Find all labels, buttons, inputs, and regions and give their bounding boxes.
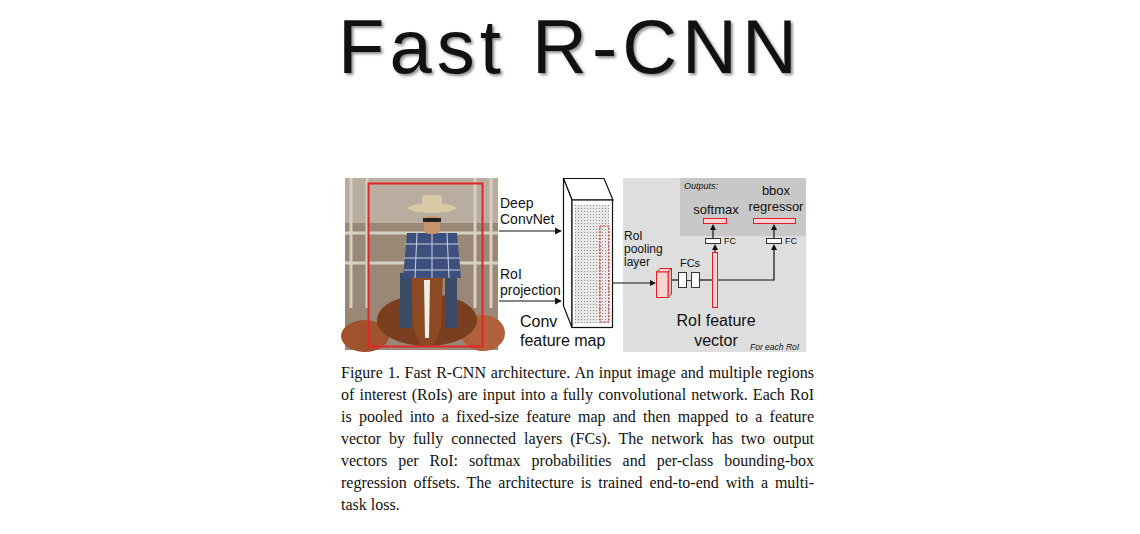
photo-ground bbox=[345, 178, 498, 350]
pool-front bbox=[657, 272, 669, 298]
roi-pooling-box: RoI pooling layer bbox=[656, 268, 672, 298]
node-label: FCs bbox=[677, 257, 703, 270]
photo bbox=[341, 178, 505, 352]
arrow-head bbox=[771, 224, 777, 230]
text-holder: Conv feature map bbox=[520, 312, 608, 350]
rider-glasses bbox=[423, 218, 441, 222]
arrow-head bbox=[650, 280, 656, 286]
text-holder: RoI projection bbox=[500, 266, 562, 298]
rider-leg bbox=[445, 273, 457, 328]
fc-layer: FC bbox=[705, 238, 721, 244]
rider-hat-crown bbox=[422, 195, 442, 208]
roi-box bbox=[369, 184, 483, 347]
edge-label: RoI projection bbox=[500, 266, 562, 298]
outputs-band: Outputs:softmaxbbox regressor bbox=[680, 178, 806, 236]
node-label: RoI pooling layer bbox=[624, 230, 666, 269]
band-heading: Outputs: bbox=[684, 181, 724, 192]
slab-front bbox=[572, 200, 613, 328]
text-holder: softmax bbox=[687, 202, 745, 218]
connector-line bbox=[712, 229, 713, 238]
connector bbox=[613, 280, 656, 286]
text-holder: RoI pooling layer bbox=[624, 230, 666, 269]
node-label: RoI feature vector bbox=[671, 311, 761, 351]
arrow-head bbox=[555, 228, 562, 235]
shirt-plaid bbox=[404, 233, 460, 278]
arrow-head bbox=[712, 244, 718, 250]
slab-side bbox=[564, 179, 573, 328]
text-holder: For each RoI bbox=[750, 342, 806, 352]
text-holder: FC bbox=[785, 236, 803, 247]
arrow-head bbox=[710, 224, 716, 230]
node-label: Conv feature map bbox=[520, 312, 608, 350]
connector bbox=[672, 280, 678, 281]
pool-side bbox=[668, 269, 672, 298]
horse-blaze bbox=[424, 280, 430, 338]
feature-texture bbox=[575, 205, 609, 323]
fc-layer: FC bbox=[766, 238, 782, 244]
connector-line bbox=[773, 229, 774, 238]
feature-vector: RoI feature vector bbox=[712, 252, 718, 308]
roi-head-region: For each RoIOutputs:softmaxbbox regresso… bbox=[623, 178, 806, 352]
text-holder: Outputs: bbox=[684, 181, 724, 192]
connector-line bbox=[718, 249, 774, 280]
text-holder: FCs bbox=[677, 257, 703, 270]
note-text: For each RoI bbox=[750, 342, 806, 352]
text-holder: Figure 1. Fast R-CNN architecture. An in… bbox=[341, 362, 814, 516]
output-vector: softmax bbox=[703, 218, 727, 224]
connector bbox=[771, 224, 777, 238]
connector bbox=[700, 280, 712, 281]
text-holder: Deep ConvNet bbox=[500, 195, 560, 227]
connector-line bbox=[700, 279, 712, 280]
horse-head bbox=[411, 273, 443, 346]
text-holder: Fast R-CNN bbox=[0, 9, 1140, 85]
rider-leg bbox=[400, 273, 412, 328]
node-label: FC bbox=[785, 236, 803, 247]
figure-caption: Figure 1. Fast R-CNN architecture. An in… bbox=[341, 362, 814, 516]
fc-block bbox=[678, 272, 687, 288]
projected-roi bbox=[600, 226, 609, 322]
connector bbox=[710, 224, 716, 238]
arrow-head bbox=[555, 298, 562, 305]
text-holder: FC bbox=[724, 236, 742, 247]
edge-label: Deep ConvNet bbox=[500, 195, 560, 227]
page-title: Fast R-CNN bbox=[0, 9, 1140, 85]
connector-line bbox=[672, 279, 678, 280]
connector-line bbox=[613, 282, 651, 283]
connector-line bbox=[714, 248, 715, 252]
connector bbox=[712, 244, 718, 252]
node-label: bbox regressor bbox=[745, 183, 807, 215]
connector bbox=[718, 244, 777, 280]
node-label: FC bbox=[724, 236, 742, 247]
node-label: softmax bbox=[687, 202, 745, 218]
slab-shape bbox=[563, 178, 613, 328]
pool-shape bbox=[656, 268, 672, 298]
arrow-head bbox=[771, 244, 777, 250]
fc-layers: FCs bbox=[678, 272, 700, 288]
rider-shirt bbox=[403, 233, 461, 278]
fc-link bbox=[687, 280, 691, 281]
text-holder: RoI feature vector bbox=[671, 311, 761, 351]
output-vector: bbox regressor bbox=[753, 218, 796, 224]
feature-map-slab: Conv feature map bbox=[563, 178, 613, 328]
rider-face bbox=[424, 216, 440, 234]
text-holder: bbox regressor bbox=[745, 183, 807, 215]
fc-block bbox=[691, 272, 700, 288]
